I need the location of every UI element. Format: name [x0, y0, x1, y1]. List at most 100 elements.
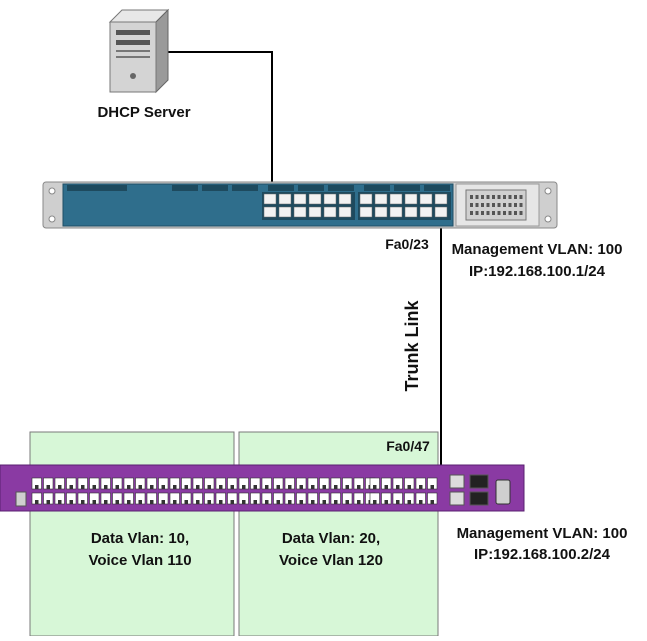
access-port-latch	[207, 485, 211, 489]
access-port-latch	[334, 500, 338, 504]
module-pin	[508, 203, 512, 207]
access-port-latch	[69, 485, 73, 489]
access-port-latch	[104, 485, 108, 489]
access-port-latch	[430, 485, 434, 489]
access-mgmt-vlan-label: Management VLAN: 100	[457, 525, 628, 542]
access-port-latch	[384, 500, 388, 504]
access-port-latch	[357, 485, 361, 489]
module-pin	[514, 203, 517, 207]
access-port-latch	[46, 485, 50, 489]
access-port-latch	[419, 500, 423, 504]
core-port	[419, 193, 433, 205]
access-port-latch	[242, 500, 246, 504]
core-port	[263, 193, 277, 205]
core-switch-port-grid	[262, 192, 451, 220]
module-pin	[519, 203, 523, 207]
core-port	[293, 206, 307, 218]
access-port-latch	[104, 500, 108, 504]
module-pin	[475, 203, 479, 207]
module-pin	[486, 203, 490, 207]
access-port-latch	[407, 500, 411, 504]
trunk-link-label: Trunk Link	[402, 300, 422, 392]
access-port-latch	[58, 500, 62, 504]
module-pin	[508, 195, 512, 199]
module-pin	[470, 195, 473, 199]
core-port	[308, 206, 322, 218]
core-port-label: Fa0/23	[385, 236, 429, 252]
access-port-latch	[396, 500, 400, 504]
core-ip-label: IP:192.168.100.1/24	[469, 263, 606, 280]
access-port-latch	[173, 500, 177, 504]
access-port-latch	[115, 500, 119, 504]
access-port-latch	[115, 485, 119, 489]
access-port-latch	[311, 500, 315, 504]
access-port-latch	[322, 500, 326, 504]
access-port-latch	[311, 485, 315, 489]
access-switch-port-grid	[31, 477, 438, 505]
core-port	[323, 206, 337, 218]
access-port-latch	[81, 500, 85, 504]
module-pin	[514, 195, 517, 199]
access-port-latch	[161, 485, 165, 489]
uplink-module	[470, 195, 523, 215]
access-ip-label: IP:192.168.100.2/24	[474, 546, 611, 563]
core-port	[278, 193, 292, 205]
access-port-latch	[357, 500, 361, 504]
access-port-latch	[322, 485, 326, 489]
access-port-latch	[127, 500, 131, 504]
access-port-latch	[396, 485, 400, 489]
access-port-latch	[46, 500, 50, 504]
access-port-latch	[430, 500, 434, 504]
access-port-latch	[345, 485, 349, 489]
access-port-latch	[288, 485, 292, 489]
access-port-latch	[207, 500, 211, 504]
access-port-latch	[384, 485, 388, 489]
module-pin	[497, 195, 501, 199]
module-pin	[497, 211, 501, 215]
zone-20-data-vlan-label: Data Vlan: 20,	[282, 530, 380, 547]
server-to-core-link	[152, 51, 273, 200]
module-pin	[481, 211, 484, 215]
core-port	[338, 206, 352, 218]
rack-switch-icon	[42, 181, 558, 229]
access-port-latch	[184, 485, 188, 489]
access-port-latch	[219, 500, 223, 504]
access-port-latch	[373, 485, 377, 489]
zone-10-voice-vlan-label: Voice Vlan 110	[88, 552, 191, 569]
module-pin	[492, 211, 495, 215]
core-port	[293, 193, 307, 205]
access-port-latch	[407, 485, 411, 489]
access-port-latch	[127, 485, 131, 489]
module-pin	[519, 211, 523, 215]
access-port-latch	[276, 485, 280, 489]
access-port-latch	[35, 485, 39, 489]
access-port-latch	[35, 500, 39, 504]
core-port	[404, 206, 418, 218]
access-port-latch	[373, 500, 377, 504]
server-tower-icon	[108, 8, 170, 94]
core-port	[308, 193, 322, 205]
core-port	[359, 193, 373, 205]
access-port-latch	[419, 485, 423, 489]
access-switch-icon	[0, 464, 525, 512]
sfp-uplinks	[449, 474, 511, 506]
core-port	[434, 206, 448, 218]
module-pin	[497, 203, 501, 207]
module-pin	[514, 211, 517, 215]
access-port-latch	[230, 500, 234, 504]
access-port-latch	[58, 485, 62, 489]
access-port-latch	[345, 500, 349, 504]
access-port-latch	[276, 500, 280, 504]
access-port-latch	[138, 500, 142, 504]
core-mgmt-vlan-label: Management VLAN: 100	[452, 241, 623, 258]
access-port-latch	[81, 485, 85, 489]
module-pin	[481, 203, 484, 207]
access-port-latch	[299, 500, 303, 504]
access-port-latch	[138, 485, 142, 489]
core-port	[389, 206, 403, 218]
module-pin	[492, 203, 495, 207]
core-port	[278, 206, 292, 218]
access-port-latch	[92, 500, 96, 504]
